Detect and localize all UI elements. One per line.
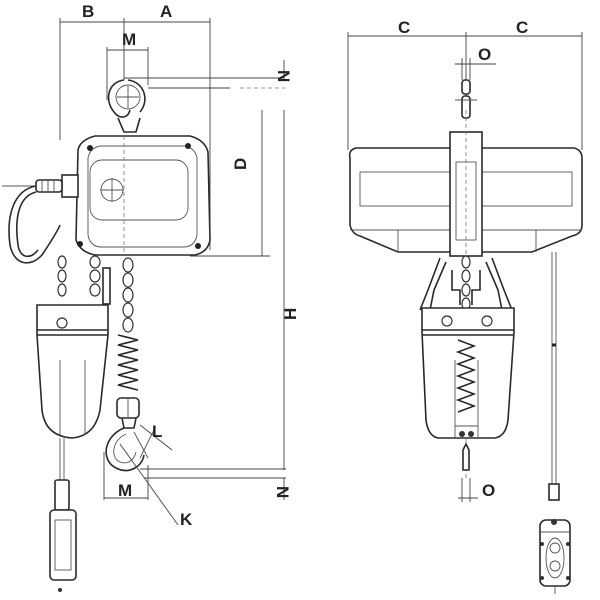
hoist-body-front <box>348 110 583 480</box>
dimension-n-top <box>124 60 285 89</box>
label-k: K <box>180 510 193 529</box>
control-pendant-front <box>539 252 571 594</box>
leader-l <box>139 424 173 451</box>
top-hook-icon <box>107 79 146 133</box>
label-o-bottom: O <box>482 481 495 500</box>
label-d: D <box>231 158 250 170</box>
bottom-hook-icon <box>105 397 155 472</box>
front-view: C C O <box>347 18 583 594</box>
label-b: B <box>82 2 94 21</box>
label-c-left: C <box>398 18 410 37</box>
dimension-d <box>190 110 270 257</box>
hoist-body <box>2 135 211 256</box>
label-o-top: O <box>478 45 491 64</box>
dimension-o-top <box>455 58 496 80</box>
chain-bucket-front <box>421 307 515 439</box>
front-chains <box>419 255 513 311</box>
leader-k <box>119 443 179 526</box>
label-h: H <box>281 308 300 320</box>
label-m-bottom: M <box>118 481 132 500</box>
label-a: A <box>160 2 172 21</box>
power-cable <box>8 185 61 264</box>
load-chain <box>117 257 139 391</box>
label-c-right: C <box>516 18 528 37</box>
side-view: B A M N <box>2 2 300 592</box>
slack-chain <box>57 255 111 305</box>
label-n-bottom: N <box>273 486 292 498</box>
chain-bucket <box>36 304 109 439</box>
label-m-top: M <box>122 30 136 49</box>
label-n-top: N <box>274 70 293 82</box>
dimension-n-bottom <box>140 468 286 500</box>
bottom-rod <box>458 442 478 502</box>
control-pendant-side <box>49 438 77 592</box>
label-l: L <box>152 422 162 441</box>
dimension-m-top <box>106 47 149 100</box>
